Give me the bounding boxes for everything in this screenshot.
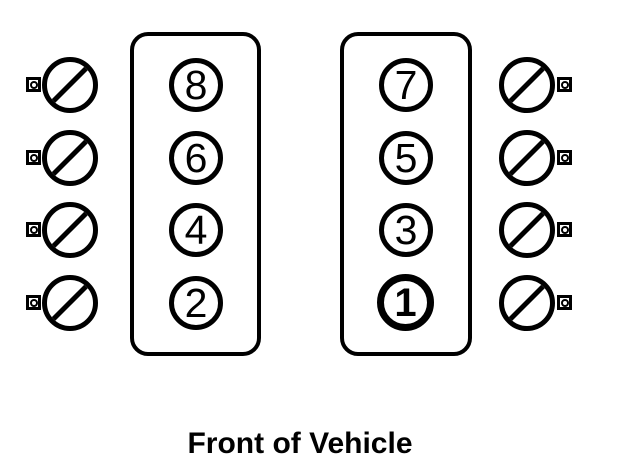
spark-plug-icon bbox=[499, 202, 555, 258]
cylinder-8: 8 bbox=[169, 58, 223, 112]
plug-terminal-icon bbox=[26, 150, 41, 165]
terminal-dot-icon bbox=[29, 80, 38, 89]
slash-icon bbox=[49, 282, 91, 323]
spark-plug-icon bbox=[499, 57, 555, 113]
slash-icon bbox=[49, 209, 91, 250]
slash-icon bbox=[49, 137, 91, 178]
plug-terminal-icon bbox=[557, 150, 572, 165]
spark-plug-icon bbox=[42, 57, 98, 113]
front-of-vehicle-label: Front of Vehicle bbox=[187, 427, 413, 460]
terminal-dot-icon bbox=[560, 225, 569, 234]
spark-plug-icon bbox=[42, 130, 98, 186]
terminal-dot-icon bbox=[29, 298, 38, 307]
terminal-dot-icon bbox=[560, 80, 569, 89]
cylinder-7: 7 bbox=[379, 58, 433, 112]
slash-icon bbox=[49, 64, 91, 105]
plug-terminal-icon bbox=[26, 222, 41, 237]
spark-plug-icon bbox=[499, 130, 555, 186]
cylinder-5: 5 bbox=[379, 131, 433, 185]
plug-terminal-icon bbox=[557, 222, 572, 237]
plug-terminal-icon bbox=[557, 77, 572, 92]
spark-plug-icon bbox=[42, 202, 98, 258]
cylinder-1-highlighted: 1 bbox=[377, 274, 434, 331]
terminal-dot-icon bbox=[29, 153, 38, 162]
plug-terminal-icon bbox=[26, 77, 41, 92]
terminal-dot-icon bbox=[560, 153, 569, 162]
terminal-dot-icon bbox=[29, 225, 38, 234]
slash-icon bbox=[506, 209, 548, 250]
plug-terminal-icon bbox=[557, 295, 572, 310]
cylinder-6: 6 bbox=[169, 131, 223, 185]
plug-terminal-icon bbox=[26, 295, 41, 310]
slash-icon bbox=[506, 64, 548, 105]
slash-icon bbox=[506, 282, 548, 323]
spark-plug-icon bbox=[499, 275, 555, 331]
slash-icon bbox=[506, 137, 548, 178]
terminal-dot-icon bbox=[560, 298, 569, 307]
cylinder-4: 4 bbox=[169, 203, 223, 257]
cylinder-3: 3 bbox=[379, 203, 433, 257]
spark-plug-icon bbox=[42, 275, 98, 331]
cylinder-2: 2 bbox=[169, 276, 223, 330]
